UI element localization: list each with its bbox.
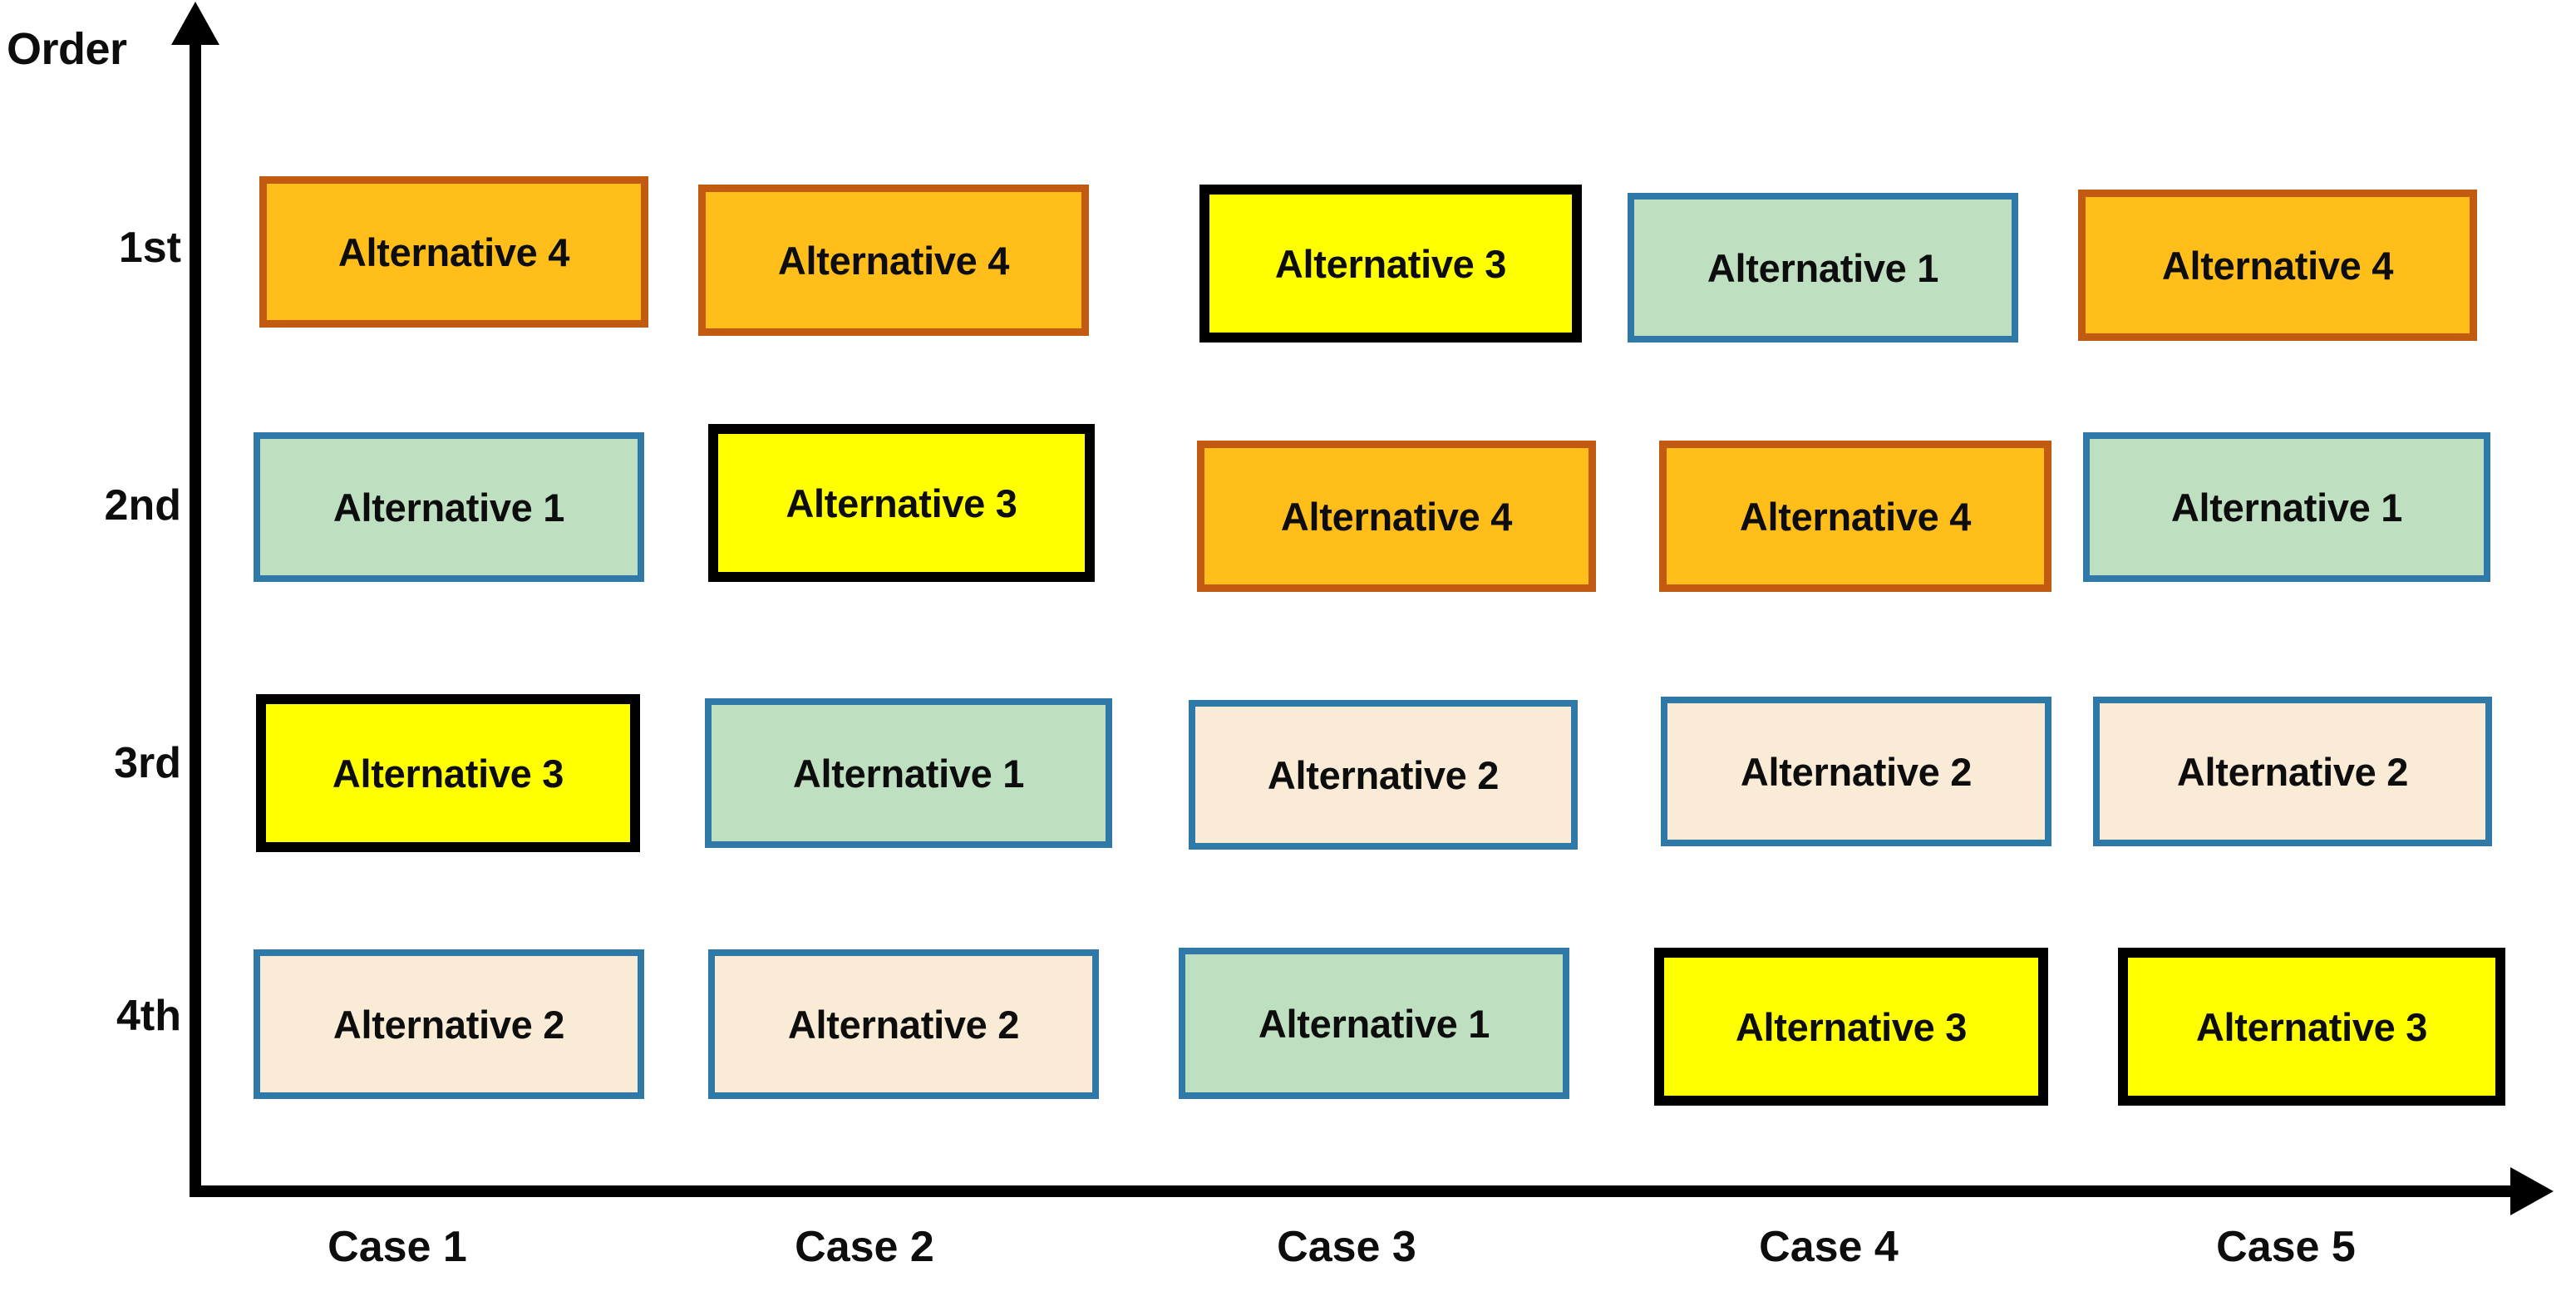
cell-label: Alternative 4 — [1739, 494, 1972, 539]
cell-r3-c4[interactable]: Alternative 2 — [1661, 697, 2051, 846]
cell-label: Alternative 2 — [1267, 752, 1500, 797]
cell-label: Alternative 1 — [792, 751, 1025, 796]
cell-label: Alternative 4 — [1280, 494, 1513, 539]
cell-label: Alternative 1 — [332, 485, 565, 530]
cell-label: Alternative 2 — [332, 1002, 565, 1047]
x-axis-tick-case-5: Case 5 — [2216, 1223, 2356, 1271]
cell-r3-c1[interactable]: Alternative 3 — [256, 694, 640, 852]
x-axis-tick-case-3: Case 3 — [1277, 1223, 1416, 1271]
cell-label: Alternative 4 — [2161, 243, 2394, 288]
cell-r4-c4[interactable]: Alternative 3 — [1654, 948, 2048, 1106]
cell-r4-c5[interactable]: Alternative 3 — [2118, 948, 2505, 1106]
cell-r2-c3[interactable]: Alternative 4 — [1197, 441, 1596, 592]
cell-label: Alternative 4 — [337, 229, 570, 274]
cell-r4-c1[interactable]: Alternative 2 — [254, 949, 644, 1099]
y-axis-tick-3rd: 3rd — [114, 739, 181, 787]
cell-r2-c4[interactable]: Alternative 4 — [1659, 441, 2051, 592]
cell-r2-c1[interactable]: Alternative 1 — [254, 432, 644, 582]
cell-r3-c3[interactable]: Alternative 2 — [1189, 700, 1578, 850]
y-axis-title: Order — [7, 24, 127, 74]
cell-label: Alternative 4 — [777, 238, 1010, 283]
cell-label: Alternative 1 — [1258, 1001, 1490, 1046]
cell-label: Alternative 2 — [787, 1002, 1020, 1047]
cell-r1-c4[interactable]: Alternative 1 — [1628, 193, 2018, 343]
x-axis-arrow-icon — [2510, 1167, 2554, 1215]
cell-r1-c5[interactable]: Alternative 4 — [2078, 190, 2477, 341]
y-axis-tick-4th: 4th — [116, 992, 181, 1040]
cell-label: Alternative 1 — [2170, 485, 2403, 530]
x-axis-tick-case-1: Case 1 — [328, 1223, 467, 1271]
cell-label: Alternative 1 — [1707, 245, 1939, 290]
cell-r1-c1[interactable]: Alternative 4 — [259, 176, 648, 328]
y-axis-line — [190, 33, 201, 1197]
y-axis-arrow-icon — [171, 2, 219, 45]
y-axis-tick-1st: 1st — [118, 224, 181, 272]
x-axis-tick-case-4: Case 4 — [1759, 1223, 1899, 1271]
cell-r1-c2[interactable]: Alternative 4 — [698, 185, 1089, 336]
cell-label: Alternative 3 — [2195, 1004, 2428, 1049]
cell-r2-c5[interactable]: Alternative 1 — [2083, 432, 2490, 582]
cell-r2-c2[interactable]: Alternative 3 — [708, 424, 1095, 582]
cell-r1-c3[interactable]: Alternative 3 — [1199, 185, 1582, 343]
x-axis-tick-case-2: Case 2 — [795, 1223, 934, 1271]
cell-label: Alternative 3 — [1274, 241, 1507, 286]
cell-label: Alternative 3 — [1735, 1004, 1968, 1049]
cell-r4-c3[interactable]: Alternative 1 — [1179, 948, 1569, 1099]
cell-r3-c2[interactable]: Alternative 1 — [705, 698, 1112, 848]
cell-label: Alternative 3 — [786, 481, 1017, 525]
cell-label: Alternative 2 — [1740, 749, 1973, 794]
cell-r4-c2[interactable]: Alternative 2 — [708, 949, 1099, 1099]
cell-label: Alternative 3 — [332, 751, 564, 796]
x-axis-line — [190, 1185, 2517, 1197]
cell-label: Alternative 2 — [2176, 749, 2409, 794]
cell-r3-c5[interactable]: Alternative 2 — [2093, 697, 2492, 846]
y-axis-tick-2nd: 2nd — [104, 481, 181, 530]
